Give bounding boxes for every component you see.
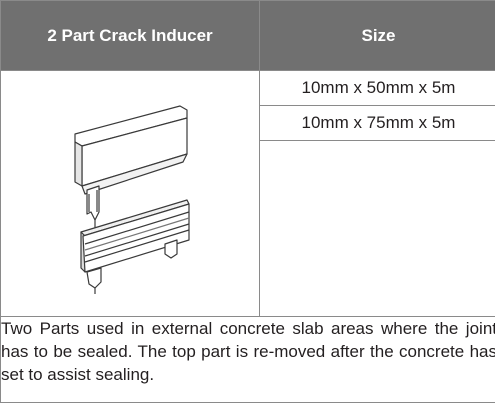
size-header-label: Size <box>361 25 396 45</box>
header-row: 2 Part Crack Inducer Size <box>0 0 495 71</box>
product-image-cell <box>0 70 260 317</box>
size-option-2: 10mm x 75mm x 5m <box>260 106 495 141</box>
product-column-header: 2 Part Crack Inducer <box>0 0 260 71</box>
crack-inducer-illustration-icon <box>74 104 190 294</box>
product-description: Two Parts used in external concrete slab… <box>0 316 495 403</box>
product-row: 10mm x 50mm x 5m 10mm x 75mm x 5m <box>0 70 495 317</box>
size-option-1: 10mm x 50mm x 5m <box>260 71 495 106</box>
size-cell: 10mm x 50mm x 5m 10mm x 75mm x 5m <box>259 70 495 317</box>
product-header-label: 2 Part Crack Inducer <box>47 25 213 45</box>
size-list: 10mm x 50mm x 5m 10mm x 75mm x 5m <box>260 71 495 141</box>
size-column-header: Size <box>259 0 495 71</box>
description-row: Two Parts used in external concrete slab… <box>0 316 495 403</box>
